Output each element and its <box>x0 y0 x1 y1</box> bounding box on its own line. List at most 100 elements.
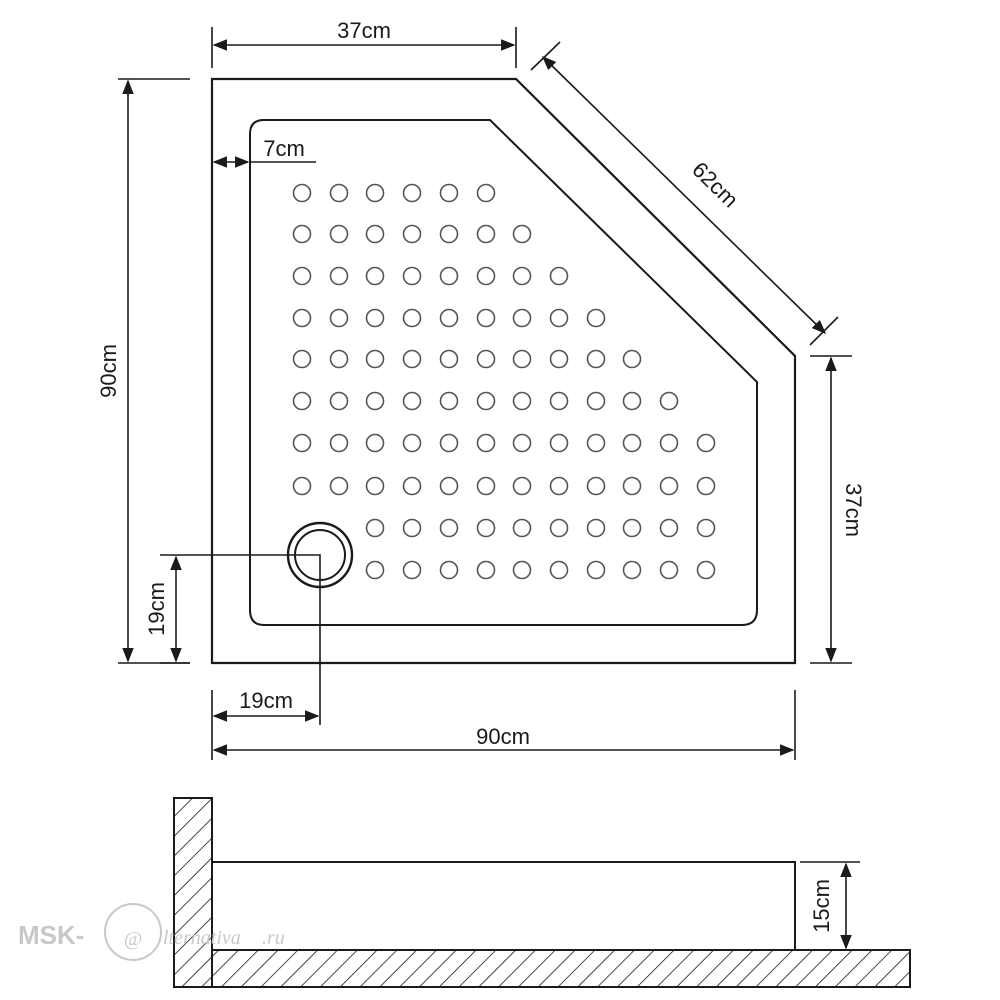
section-wall-hatch <box>173 797 213 988</box>
anti-slip-dot <box>476 476 496 496</box>
anti-slip-dot <box>292 224 312 244</box>
watermark: MSK- @ lternativa .ru <box>18 903 285 961</box>
anti-slip-dot <box>439 560 459 580</box>
section-height-label: 15cm <box>809 879 834 933</box>
anti-slip-dot <box>476 518 496 538</box>
anti-slip-dot <box>586 476 606 496</box>
section-view: 15cm <box>173 797 911 988</box>
anti-slip-dot <box>549 476 569 496</box>
anti-slip-dot <box>512 266 532 286</box>
anti-slip-dot <box>329 308 349 328</box>
anti-slip-dot <box>549 391 569 411</box>
anti-slip-dot <box>439 433 459 453</box>
left-height-label: 90cm <box>96 344 121 398</box>
anti-slip-dot <box>439 308 459 328</box>
section-floor-hatch <box>211 949 911 988</box>
anti-slip-dot <box>549 560 569 580</box>
anti-slip-dot <box>292 183 312 203</box>
drain-x-label: 19cm <box>239 688 293 713</box>
anti-slip-dot <box>365 433 385 453</box>
anti-slip-dot <box>622 560 642 580</box>
anti-slip-dot <box>586 560 606 580</box>
anti-slip-dot <box>512 349 532 369</box>
anti-slip-dot <box>696 476 716 496</box>
anti-slip-dot <box>292 433 312 453</box>
anti-slip-dot <box>329 433 349 453</box>
anti-slip-dot <box>586 349 606 369</box>
anti-slip-dot <box>292 308 312 328</box>
bottom-width-label: 90cm <box>476 724 530 749</box>
anti-slip-dot <box>586 308 606 328</box>
anti-slip-dot <box>402 476 422 496</box>
anti-slip-dot <box>402 183 422 203</box>
anti-slip-dot <box>292 266 312 286</box>
anti-slip-dot <box>365 476 385 496</box>
anti-slip-dot <box>476 349 496 369</box>
anti-slip-dot <box>512 433 532 453</box>
anti-slip-dot <box>659 433 679 453</box>
anti-slip-dot <box>586 391 606 411</box>
anti-slip-dot <box>365 183 385 203</box>
anti-slip-dot <box>549 308 569 328</box>
anti-slip-dot <box>439 349 459 369</box>
diagonal-label: 62cm <box>687 157 743 213</box>
anti-slip-dot <box>402 391 422 411</box>
anti-slip-dot <box>439 476 459 496</box>
anti-slip-dot <box>476 183 496 203</box>
anti-slip-dot <box>402 433 422 453</box>
anti-slip-dot <box>512 560 532 580</box>
anti-slip-dot <box>696 433 716 453</box>
anti-slip-dot <box>365 391 385 411</box>
anti-slip-dot <box>402 349 422 369</box>
anti-slip-dot <box>365 349 385 369</box>
anti-slip-dot <box>365 308 385 328</box>
anti-slip-dot <box>292 391 312 411</box>
anti-slip-dot <box>402 560 422 580</box>
anti-slip-dot <box>549 433 569 453</box>
anti-slip-dot <box>365 560 385 580</box>
anti-slip-dot <box>622 518 642 538</box>
anti-slip-dot <box>329 183 349 203</box>
anti-slip-dot <box>586 433 606 453</box>
anti-slip-dot <box>439 391 459 411</box>
anti-slip-dot <box>659 391 679 411</box>
dimension-right-height: 37cm <box>810 355 866 664</box>
watermark-suffix: lternativa <box>163 927 241 949</box>
anti-slip-dot <box>292 476 312 496</box>
anti-slip-dot <box>659 476 679 496</box>
anti-slip-dot <box>476 560 496 580</box>
dimension-left-height: 90cm <box>96 78 190 664</box>
anti-slip-dot <box>476 266 496 286</box>
anti-slip-dot <box>402 266 422 286</box>
anti-slip-dot <box>292 349 312 369</box>
anti-slip-dot <box>329 391 349 411</box>
dimension-rim-width: 7cm <box>212 136 316 168</box>
plan-view <box>160 77 797 725</box>
anti-slip-dot <box>622 349 642 369</box>
anti-slip-dot <box>549 266 569 286</box>
watermark-at-sign: @ <box>124 928 142 950</box>
drain-y-label: 19cm <box>144 582 169 636</box>
anti-slip-dot <box>476 308 496 328</box>
anti-slip-dot <box>696 518 716 538</box>
watermark-at-ring <box>104 903 162 961</box>
anti-slip-dot <box>402 308 422 328</box>
anti-slip-dot <box>329 349 349 369</box>
anti-slip-dot <box>622 433 642 453</box>
rim-width-label: 7cm <box>263 136 305 161</box>
anti-slip-dot <box>512 476 532 496</box>
anti-slip-dot <box>329 476 349 496</box>
section-tray-profile <box>212 861 796 950</box>
top-width-label: 37cm <box>337 18 391 43</box>
anti-slip-dot <box>476 433 496 453</box>
anti-slip-dot <box>696 560 716 580</box>
anti-slip-dot <box>659 518 679 538</box>
dimension-drain-x: 19cm <box>211 688 320 760</box>
anti-slip-dot <box>402 224 422 244</box>
anti-slip-dot-grid <box>292 183 716 580</box>
dimension-diagonal: 62cm <box>530 41 839 346</box>
anti-slip-dot <box>659 560 679 580</box>
dimension-drain-y: 19cm <box>144 555 190 664</box>
anti-slip-dot <box>439 183 459 203</box>
